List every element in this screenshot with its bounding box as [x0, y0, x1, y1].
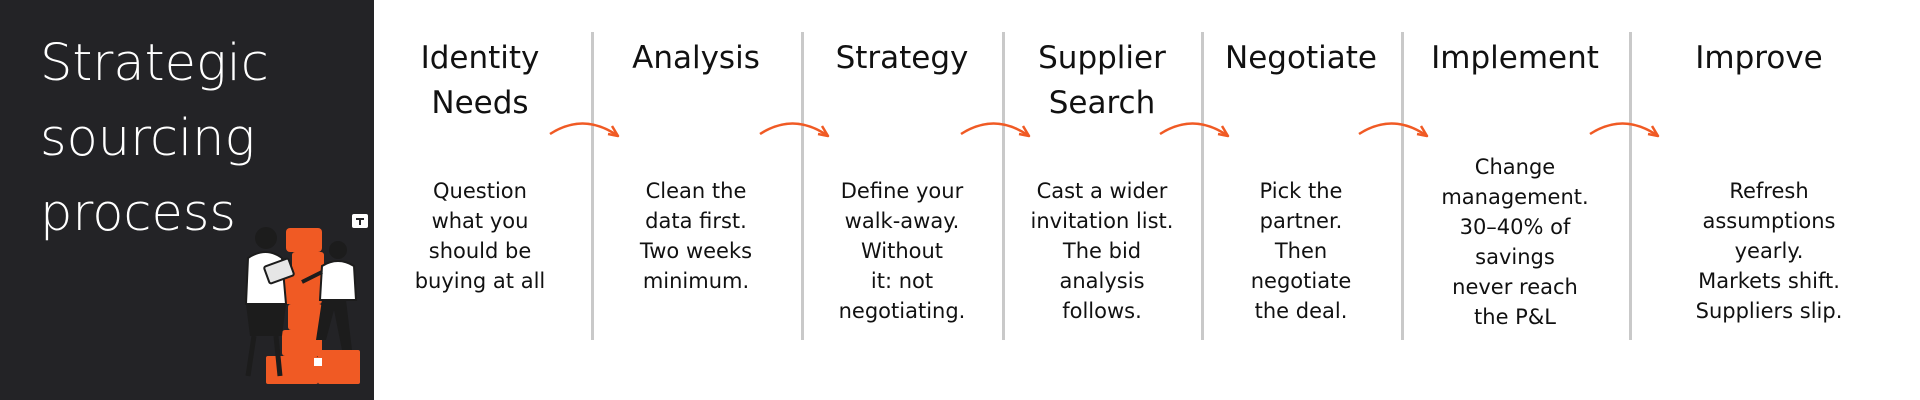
step-desc-line: negotiate — [1250, 269, 1352, 293]
step-title-line: Negotiate — [1225, 40, 1377, 76]
step-desc-supplier-search: Cast a wider invitation list. The bid an… — [1006, 176, 1198, 326]
step-title-supplier-search: Supplier Search — [1006, 36, 1198, 126]
step-desc-identity-needs: Question what you should be buying at al… — [380, 176, 580, 296]
step-desc-line: management. — [1441, 185, 1589, 209]
flow-arrow-icon — [960, 122, 1031, 138]
step-desc-line: should be — [428, 239, 532, 263]
step-desc-analysis: Clean the data first. Two weeks minimum. — [596, 176, 796, 296]
step-divider — [801, 32, 804, 340]
step-desc-line: Refresh — [1729, 179, 1809, 203]
people-boxes-illustration — [244, 214, 368, 384]
step-desc-line: Then — [1274, 239, 1328, 263]
step-divider — [1401, 32, 1404, 340]
step-desc-line: partner. — [1259, 209, 1343, 233]
step-title-analysis: Analysis — [596, 36, 796, 81]
step-title-improve: Improve — [1634, 36, 1884, 81]
step-desc-line: what you — [431, 209, 529, 233]
step-desc-line: never reach — [1452, 275, 1578, 299]
step-title-line: Identity — [420, 40, 540, 76]
step-desc-line: minimum. — [642, 269, 750, 293]
step-divider — [591, 32, 594, 340]
step-desc-line: Change — [1474, 155, 1556, 179]
title-line: Strategic — [40, 34, 269, 93]
flow-arrow-icon — [549, 122, 620, 138]
step-desc-line: walk-away. — [844, 209, 960, 233]
flow-arrow-icon — [1358, 122, 1429, 138]
step-title-line: Supplier — [1038, 40, 1166, 76]
step-title-line: Search — [1048, 85, 1156, 121]
step-desc-line: Pick the — [1259, 179, 1343, 203]
step-title-identity-needs: Identity Needs — [380, 36, 580, 126]
step-desc-line: Without — [860, 239, 944, 263]
step-desc-line: Clean the — [645, 179, 747, 203]
step-desc-line: 30–40% of — [1459, 215, 1571, 239]
step-desc-implement: Change management. 30–40% of savings nev… — [1405, 152, 1625, 332]
step-title-negotiate: Negotiate — [1205, 36, 1397, 81]
step-desc-line: The bid — [1062, 239, 1142, 263]
step-desc-strategy: Define your walk-away. Without it: not n… — [806, 176, 998, 326]
title-line: process — [40, 184, 236, 243]
step-divider — [1629, 32, 1632, 340]
step-desc-line: data first. — [645, 209, 747, 233]
step-desc-line: follows. — [1062, 299, 1142, 323]
step-title-line: Strategy — [835, 40, 969, 76]
step-title-line: Analysis — [632, 40, 760, 76]
step-desc-line: it: not — [870, 269, 934, 293]
step-desc-line: savings — [1475, 245, 1555, 269]
step-title-line: Needs — [431, 85, 529, 121]
title-panel: Strategic sourcing process — [0, 0, 374, 400]
step-desc-negotiate: Pick the partner. Then negotiate the dea… — [1205, 176, 1397, 326]
step-desc-line: buying at all — [414, 269, 546, 293]
step-desc-improve: Refresh assumptions yearly. Markets shif… — [1660, 176, 1878, 326]
step-desc-line: the P&L — [1474, 305, 1556, 329]
step-desc-line: Cast a wider — [1036, 179, 1168, 203]
step-desc-line: Two weeks — [639, 239, 753, 263]
step-desc-line: Markets shift. — [1698, 269, 1840, 293]
diagram-title: Strategic sourcing process — [40, 26, 370, 251]
step-title-line: Improve — [1695, 40, 1823, 76]
step-desc-line: Suppliers slip. — [1695, 299, 1843, 323]
title-line: sourcing — [40, 109, 256, 168]
step-desc-line: Question — [433, 179, 527, 203]
flow-arrow-icon — [1589, 122, 1660, 138]
step-desc-line: assumptions — [1702, 209, 1836, 233]
step-title-line: Implement — [1431, 40, 1599, 76]
step-title-strategy: Strategy — [806, 36, 998, 81]
step-desc-line: the deal. — [1254, 299, 1348, 323]
flow-arrow-icon — [759, 122, 830, 138]
step-desc-line: Define your — [840, 179, 964, 203]
step-desc-line: yearly. — [1734, 239, 1804, 263]
step-divider — [1002, 32, 1005, 340]
step-desc-line: invitation list. — [1030, 209, 1174, 233]
step-desc-line: analysis — [1059, 269, 1145, 293]
step-divider — [1201, 32, 1204, 340]
step-desc-line: negotiating. — [838, 299, 966, 323]
flow-arrow-icon — [1159, 122, 1230, 138]
step-title-implement: Implement — [1405, 36, 1625, 81]
